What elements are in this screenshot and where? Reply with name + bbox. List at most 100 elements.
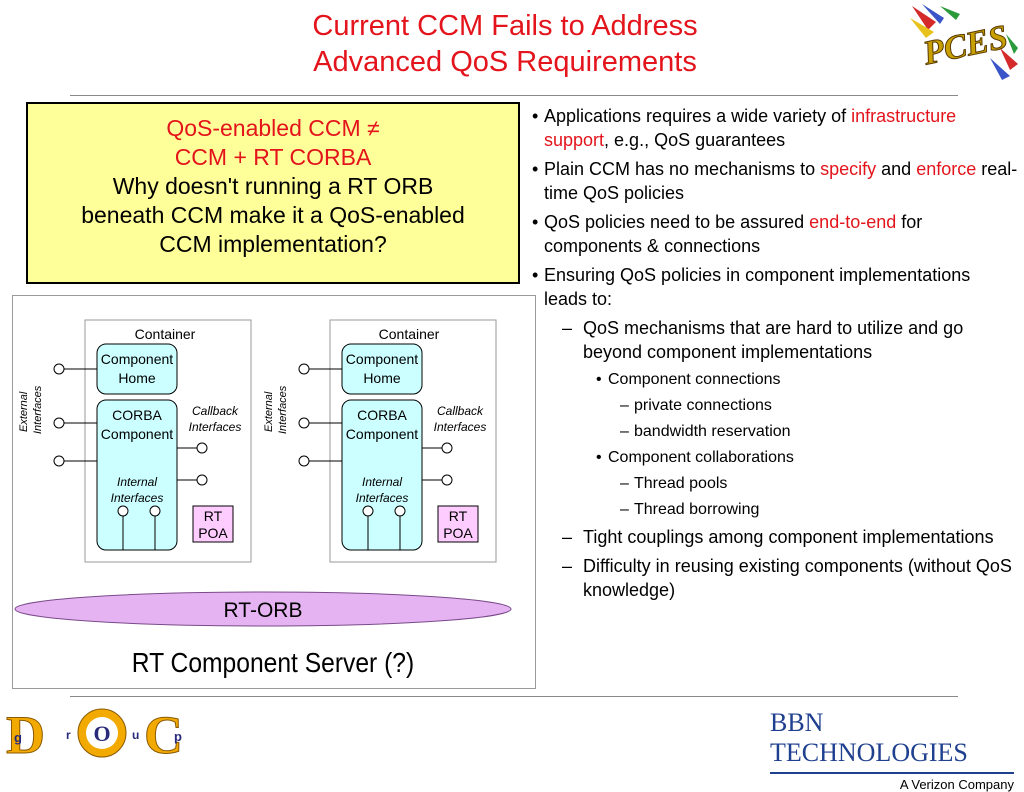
corba-component-left-line1: CORBA <box>112 407 162 423</box>
internal-interfaces-right-line2: Interfaces <box>356 491 409 505</box>
bullet-text: and <box>876 159 917 179</box>
callout-line-1: QoS-enabled CCM ≠ <box>166 115 380 141</box>
footer-divider <box>70 696 958 697</box>
bullet-text: Applications requires a wide variety of <box>544 106 852 126</box>
component-home-left-line2: Home <box>118 370 156 386</box>
callout-line-3: Why doesn't running a RT ORB <box>112 173 434 199</box>
pces-logo: PCES <box>910 4 1018 80</box>
bullet-highlight: enforce <box>916 159 977 179</box>
callout-line-5: CCM implementation? <box>159 231 387 257</box>
subbullet-bandwidth-reservation: bandwidth reservation <box>530 421 1018 443</box>
bullet-infrastructure: Applications requires a wide variety of … <box>530 104 1018 152</box>
rt-poa-left-line1: RT <box>204 508 223 524</box>
corba-component-right-line1: CORBA <box>357 407 407 423</box>
bullet-text: real-time QoS policies <box>544 159 1018 203</box>
callback-interfaces-left-line1: Callback <box>192 404 239 418</box>
external-port-left-1 <box>53 363 65 375</box>
bullet-highlight: infrastructure support <box>544 106 957 150</box>
doc-logo-letter-d: D <box>6 705 45 763</box>
doc-group-logo: D O C g r u p <box>6 705 184 764</box>
external-port-right-3 <box>298 455 310 467</box>
bullet-end-to-end: QoS policies need to be assured end-to-e… <box>530 210 1018 258</box>
external-port-left-3 <box>53 455 65 467</box>
component-server-diagram: Container Component Home CORBA Component… <box>12 295 536 689</box>
internal-port-left-2 <box>149 505 161 517</box>
doc-logo-letter-c: C <box>144 705 183 763</box>
internal-interfaces-left-line2: Interfaces <box>111 491 164 505</box>
rt-poa-right-line1: RT <box>449 508 468 524</box>
bullet-text: QoS policies need to be assured <box>544 212 810 232</box>
callout-line-4: beneath CCM make it a QoS-enabled <box>81 202 465 228</box>
internal-interfaces-right-line1: Internal <box>362 475 402 489</box>
callout-line-2: CCM + RT CORBA <box>174 144 372 170</box>
callback-port-right-1 <box>441 442 453 454</box>
callback-port-left-2 <box>196 474 208 486</box>
container-right: Container Component Home CORBA Component… <box>263 319 497 563</box>
bbn-logo-subtitle: A Verizon Company <box>899 777 1014 792</box>
doc-logo-u: u <box>132 728 139 742</box>
callback-interfaces-left-line2: Interfaces <box>189 420 242 434</box>
bbn-logo-rule <box>770 772 1014 774</box>
rt-poa-left <box>192 505 234 543</box>
internal-port-left-1 <box>117 505 129 517</box>
corba-component-right-line2: Component <box>346 426 418 442</box>
subbullet-tight-couplings: Tight couplings among component implemen… <box>530 525 1018 549</box>
diagram-canvas: Container Component Home CORBA Component… <box>14 319 512 679</box>
callback-interfaces-right-line2: Interfaces <box>434 420 487 434</box>
bullet-text: , e.g., QoS guarantees <box>604 130 786 150</box>
bullet-list: Applications requires a wide variety of … <box>530 104 1018 607</box>
external-interfaces-right-line2: Interfaces <box>277 385 289 434</box>
external-interfaces-right-line1: External <box>263 391 275 432</box>
slide-title: Current CCM Fails to Address Advanced Qo… <box>150 8 860 80</box>
doc-logo-g: g <box>14 730 22 745</box>
component-home-left-line1: Component <box>101 351 173 367</box>
subbullet-reuse-difficulty: Difficulty in reusing existing component… <box>530 554 1018 602</box>
component-server-label: RT Component Server (?) <box>132 647 414 679</box>
internal-interfaces-left-line1: Internal <box>117 475 157 489</box>
bullet-highlight: end-to-end <box>809 212 897 232</box>
subbullet-qos-mechanisms: QoS mechanisms that are hard to utilize … <box>530 316 1018 364</box>
doc-logo-p: p <box>174 729 182 744</box>
container-left-label: Container <box>135 326 196 342</box>
title-divider <box>70 95 958 96</box>
component-home-right-line1: Component <box>346 351 418 367</box>
external-port-left-2 <box>53 417 65 429</box>
doc-logo-r: r <box>66 728 71 742</box>
external-port-right-2 <box>298 417 310 429</box>
pces-logo-burst <box>910 4 1018 80</box>
bullet-plain-ccm: Plain CCM has no mechanisms to specify a… <box>530 157 1018 205</box>
bullet-text: Plain CCM has no mechanisms to <box>544 159 821 179</box>
container-right-label: Container <box>379 326 440 342</box>
subbullet-thread-pools: Thread pools <box>530 473 1018 495</box>
callback-port-right-2 <box>441 474 453 486</box>
corba-component-left-line2: Component <box>101 426 173 442</box>
subbullet-component-collaborations: Component collaborations <box>530 447 1018 469</box>
rt-poa-left-line2: POA <box>198 525 228 541</box>
external-interfaces-left-line1: External <box>18 391 30 432</box>
rt-poa-right-line2: POA <box>443 525 473 541</box>
bullet-highlight: specify <box>820 159 877 179</box>
bbn-logo: BBN TECHNOLOGIES A Verizon Company <box>770 708 1014 792</box>
bullet-ensuring-qos: Ensuring QoS policies in component imple… <box>530 263 1018 311</box>
doc-logo-ring-hole <box>86 717 118 749</box>
doc-logo-letter-o: O <box>93 721 110 746</box>
rt-orb-bus <box>14 591 512 627</box>
title-line-2: Advanced QoS Requirements <box>313 46 697 78</box>
title-line-1: Current CCM Fails to Address <box>312 10 698 42</box>
component-home-right-line2: Home <box>363 370 401 386</box>
internal-port-right-2 <box>394 505 406 517</box>
internal-port-right-1 <box>362 505 374 517</box>
container-left: Container Component Home CORBA Component… <box>18 319 252 563</box>
rt-poa-right <box>437 505 479 543</box>
subbullet-private-connections: private connections <box>530 395 1018 417</box>
external-port-right-1 <box>298 363 310 375</box>
subbullet-thread-borrowing: Thread borrowing <box>530 499 1018 521</box>
callback-port-left-1 <box>196 442 208 454</box>
bullet-text: for components & connections <box>544 212 923 256</box>
rt-orb-label: RT-ORB <box>224 599 303 622</box>
external-interfaces-left-line2: Interfaces <box>32 385 44 434</box>
qos-callout-box: QoS-enabled CCM ≠ CCM + RT CORBA Why doe… <box>26 102 520 284</box>
subbullet-component-connections: Component connections <box>530 369 1018 391</box>
bbn-logo-name: BBN TECHNOLOGIES <box>770 708 968 767</box>
callback-interfaces-right-line1: Callback <box>437 404 484 418</box>
